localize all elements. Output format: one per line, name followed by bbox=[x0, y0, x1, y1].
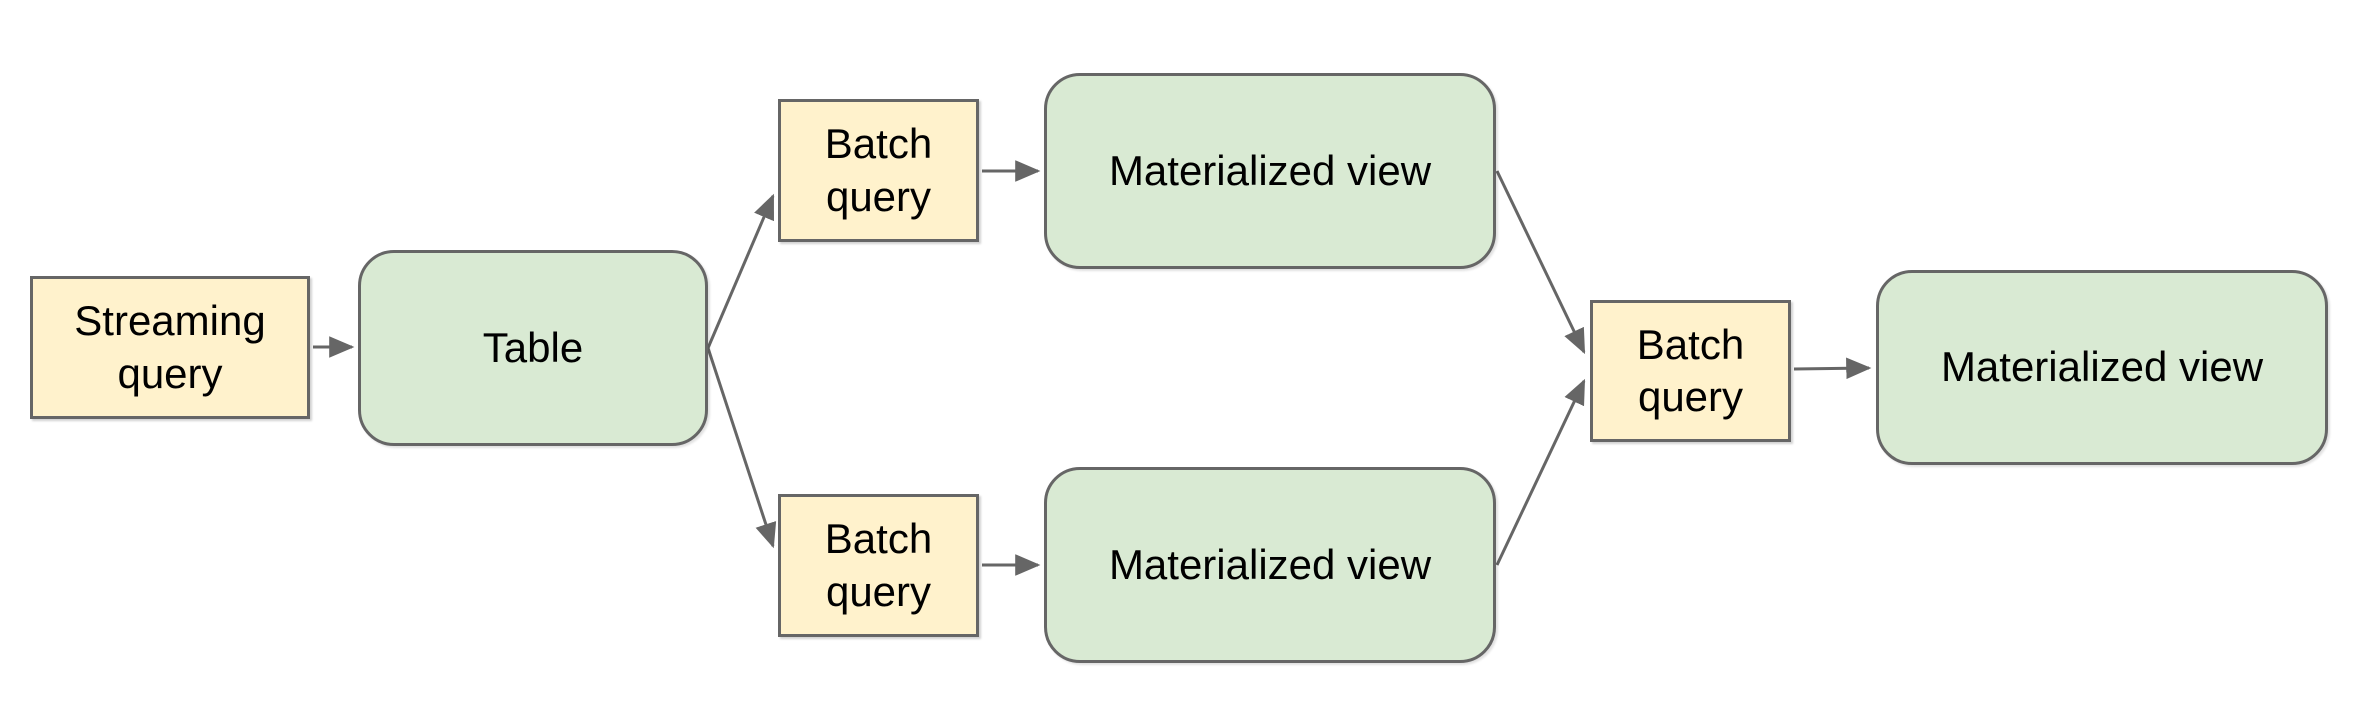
node-batch-query-right: Batch query bbox=[1590, 300, 1791, 442]
node-materialized-view-bottom: Materialized view bbox=[1044, 467, 1496, 663]
edge-table-to-batch-query-top bbox=[706, 193, 775, 349]
node-materialized-view-top: Materialized view bbox=[1044, 73, 1496, 269]
node-label-materialized-view-top: Materialized view bbox=[1108, 146, 1432, 194]
edge-materialized-view-bottom-to-batch-query-right bbox=[1495, 378, 1586, 566]
edge-batch-query-right-to-materialized-view-right bbox=[1793, 357, 1872, 380]
node-batch-query-top: Batch query bbox=[778, 99, 979, 242]
node-label-materialized-view-bottom: Materialized view bbox=[1108, 540, 1432, 588]
node-label-batch-query-right: Batch query bbox=[1636, 320, 1745, 420]
node-label-batch-query-top: Batch query bbox=[824, 120, 933, 220]
node-streaming-query: Streaming query bbox=[30, 276, 310, 419]
node-label-table: Table bbox=[482, 323, 584, 371]
node-materialized-view-right: Materialized view bbox=[1876, 270, 2328, 465]
edge-table-to-batch-query-bottom bbox=[706, 347, 777, 549]
node-label-streaming-query: Streaming query bbox=[74, 297, 266, 397]
node-batch-query-bottom: Batch query bbox=[778, 494, 979, 637]
node-table: Table bbox=[358, 250, 708, 446]
node-label-batch-query-bottom: Batch query bbox=[824, 515, 933, 615]
node-label-materialized-view-right: Materialized view bbox=[1940, 343, 2264, 391]
edge-materialized-view-top-to-batch-query-right bbox=[1495, 170, 1586, 355]
